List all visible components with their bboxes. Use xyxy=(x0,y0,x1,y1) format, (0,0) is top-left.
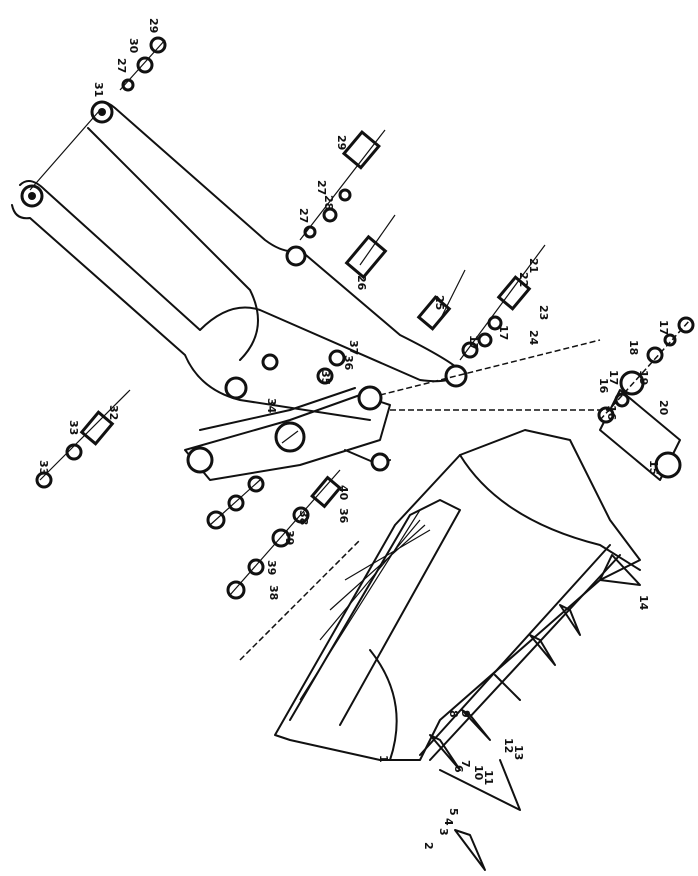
part-label-24: 24 xyxy=(527,330,540,346)
part-label-27: 27 xyxy=(115,58,128,73)
part-label-17: 17 xyxy=(657,320,670,335)
part-label-36: 36 xyxy=(337,508,350,524)
part-label-35: 35 xyxy=(319,370,332,385)
part-label-27: 27 xyxy=(297,208,310,223)
bucket xyxy=(274,429,641,761)
part-label-22: 22 xyxy=(517,272,530,287)
part-label-26: 26 xyxy=(355,275,368,291)
part-label-38: 38 xyxy=(267,585,280,600)
bucket-teeth xyxy=(429,554,641,871)
part-label-25: 25 xyxy=(433,295,446,310)
part-label-13: 13 xyxy=(512,745,525,760)
link-arm-upper xyxy=(11,180,461,421)
part-label-17: 17 xyxy=(497,325,510,340)
part-label-23: 23 xyxy=(537,305,550,320)
side-link xyxy=(599,370,682,481)
part-label-36: 36 xyxy=(342,355,355,371)
part-label-7: 7 xyxy=(459,760,472,768)
part-label-9: 9 xyxy=(459,710,472,718)
part-label-12: 12 xyxy=(502,738,515,753)
part-label-14: 14 xyxy=(637,595,650,611)
part-label-28: 28 xyxy=(322,195,335,210)
part-label-5: 5 xyxy=(447,808,460,816)
part-label-31: 31 xyxy=(92,82,105,97)
part-label-11: 11 xyxy=(482,770,495,785)
part-label-4: 4 xyxy=(442,818,455,826)
part-label-37: 37 xyxy=(347,340,360,355)
part-label-27: 27 xyxy=(315,180,328,195)
part-label-33: 33 xyxy=(37,460,50,475)
part-label-15: 15 xyxy=(647,460,660,475)
part-label-16: 16 xyxy=(597,378,610,394)
part-label-20: 20 xyxy=(657,400,670,416)
part-label-6: 6 xyxy=(452,765,465,773)
part-label-1: 1 xyxy=(377,755,390,763)
part-label-38: 38 xyxy=(297,510,310,525)
part-label-21: 21 xyxy=(527,258,540,273)
part-label-39: 39 xyxy=(283,530,296,545)
washers-pins xyxy=(35,36,695,600)
coupler-link xyxy=(184,353,391,481)
part-label-16: 16 xyxy=(605,405,618,421)
part-label-17: 17 xyxy=(467,335,480,350)
leader-lines xyxy=(39,39,691,661)
part-label-32: 32 xyxy=(107,405,120,420)
part-label-30: 30 xyxy=(127,38,140,54)
link-arm-lower xyxy=(29,100,468,388)
part-label-18: 18 xyxy=(627,340,640,355)
part-label-3: 3 xyxy=(437,828,450,836)
part-label-29: 29 xyxy=(335,135,348,150)
part-label-34: 34 xyxy=(265,398,278,414)
part-label-33: 33 xyxy=(67,420,80,435)
part-label-40: 40 xyxy=(337,485,350,501)
part-label-8: 8 xyxy=(447,710,460,718)
part-label-17: 17 xyxy=(607,370,620,385)
part-label-19: 19 xyxy=(637,370,650,385)
part-label-29: 29 xyxy=(147,18,160,33)
part-label-10: 10 xyxy=(472,765,485,781)
part-label-2: 2 xyxy=(422,842,435,850)
part-label-39: 39 xyxy=(265,560,278,575)
